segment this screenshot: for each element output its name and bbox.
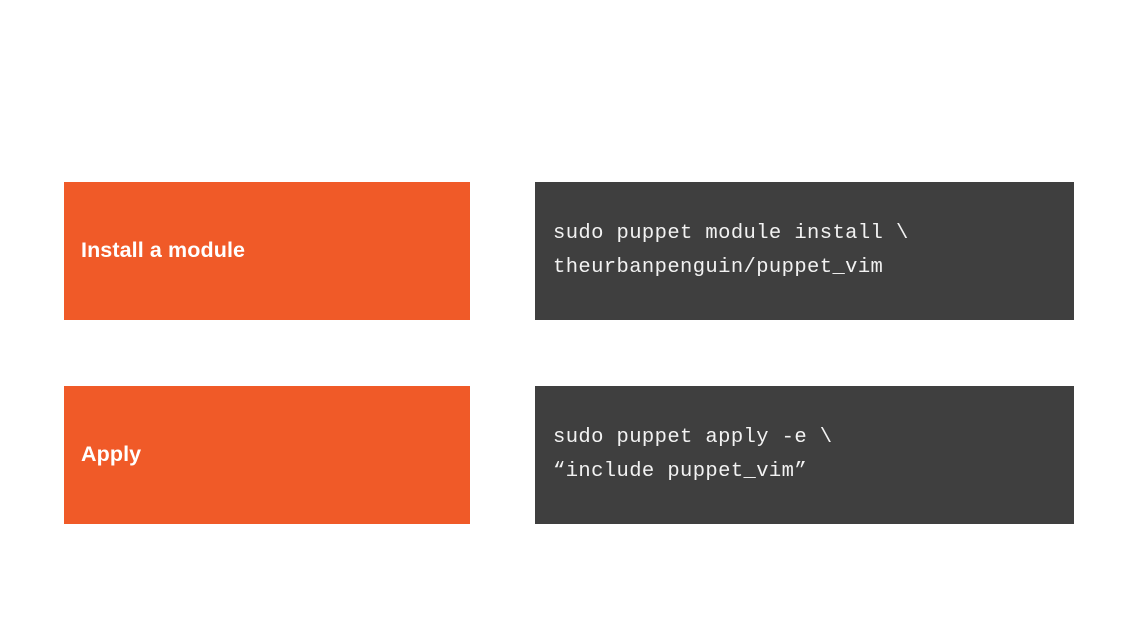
step-row-apply: Apply sudo puppet apply -e \ “include pu… xyxy=(0,386,1135,524)
step-label-apply: Apply xyxy=(81,442,142,467)
code-line: sudo puppet apply -e \ xyxy=(553,426,833,449)
code-line: “include puppet_vim” xyxy=(553,460,808,483)
code-line: theurbanpenguin/puppet_vim xyxy=(553,256,884,279)
code-block-apply: sudo puppet apply -e \ “include puppet_v… xyxy=(535,386,1074,524)
code-line: sudo puppet module install \ xyxy=(553,222,909,245)
step-label-install: Install a module xyxy=(81,238,246,263)
code-block-install: sudo puppet module install \ theurbanpen… xyxy=(535,182,1074,320)
step-label-card-apply: Apply xyxy=(64,386,470,524)
step-row-install: Install a module sudo puppet module inst… xyxy=(0,182,1135,320)
step-label-card-install: Install a module xyxy=(64,182,470,320)
